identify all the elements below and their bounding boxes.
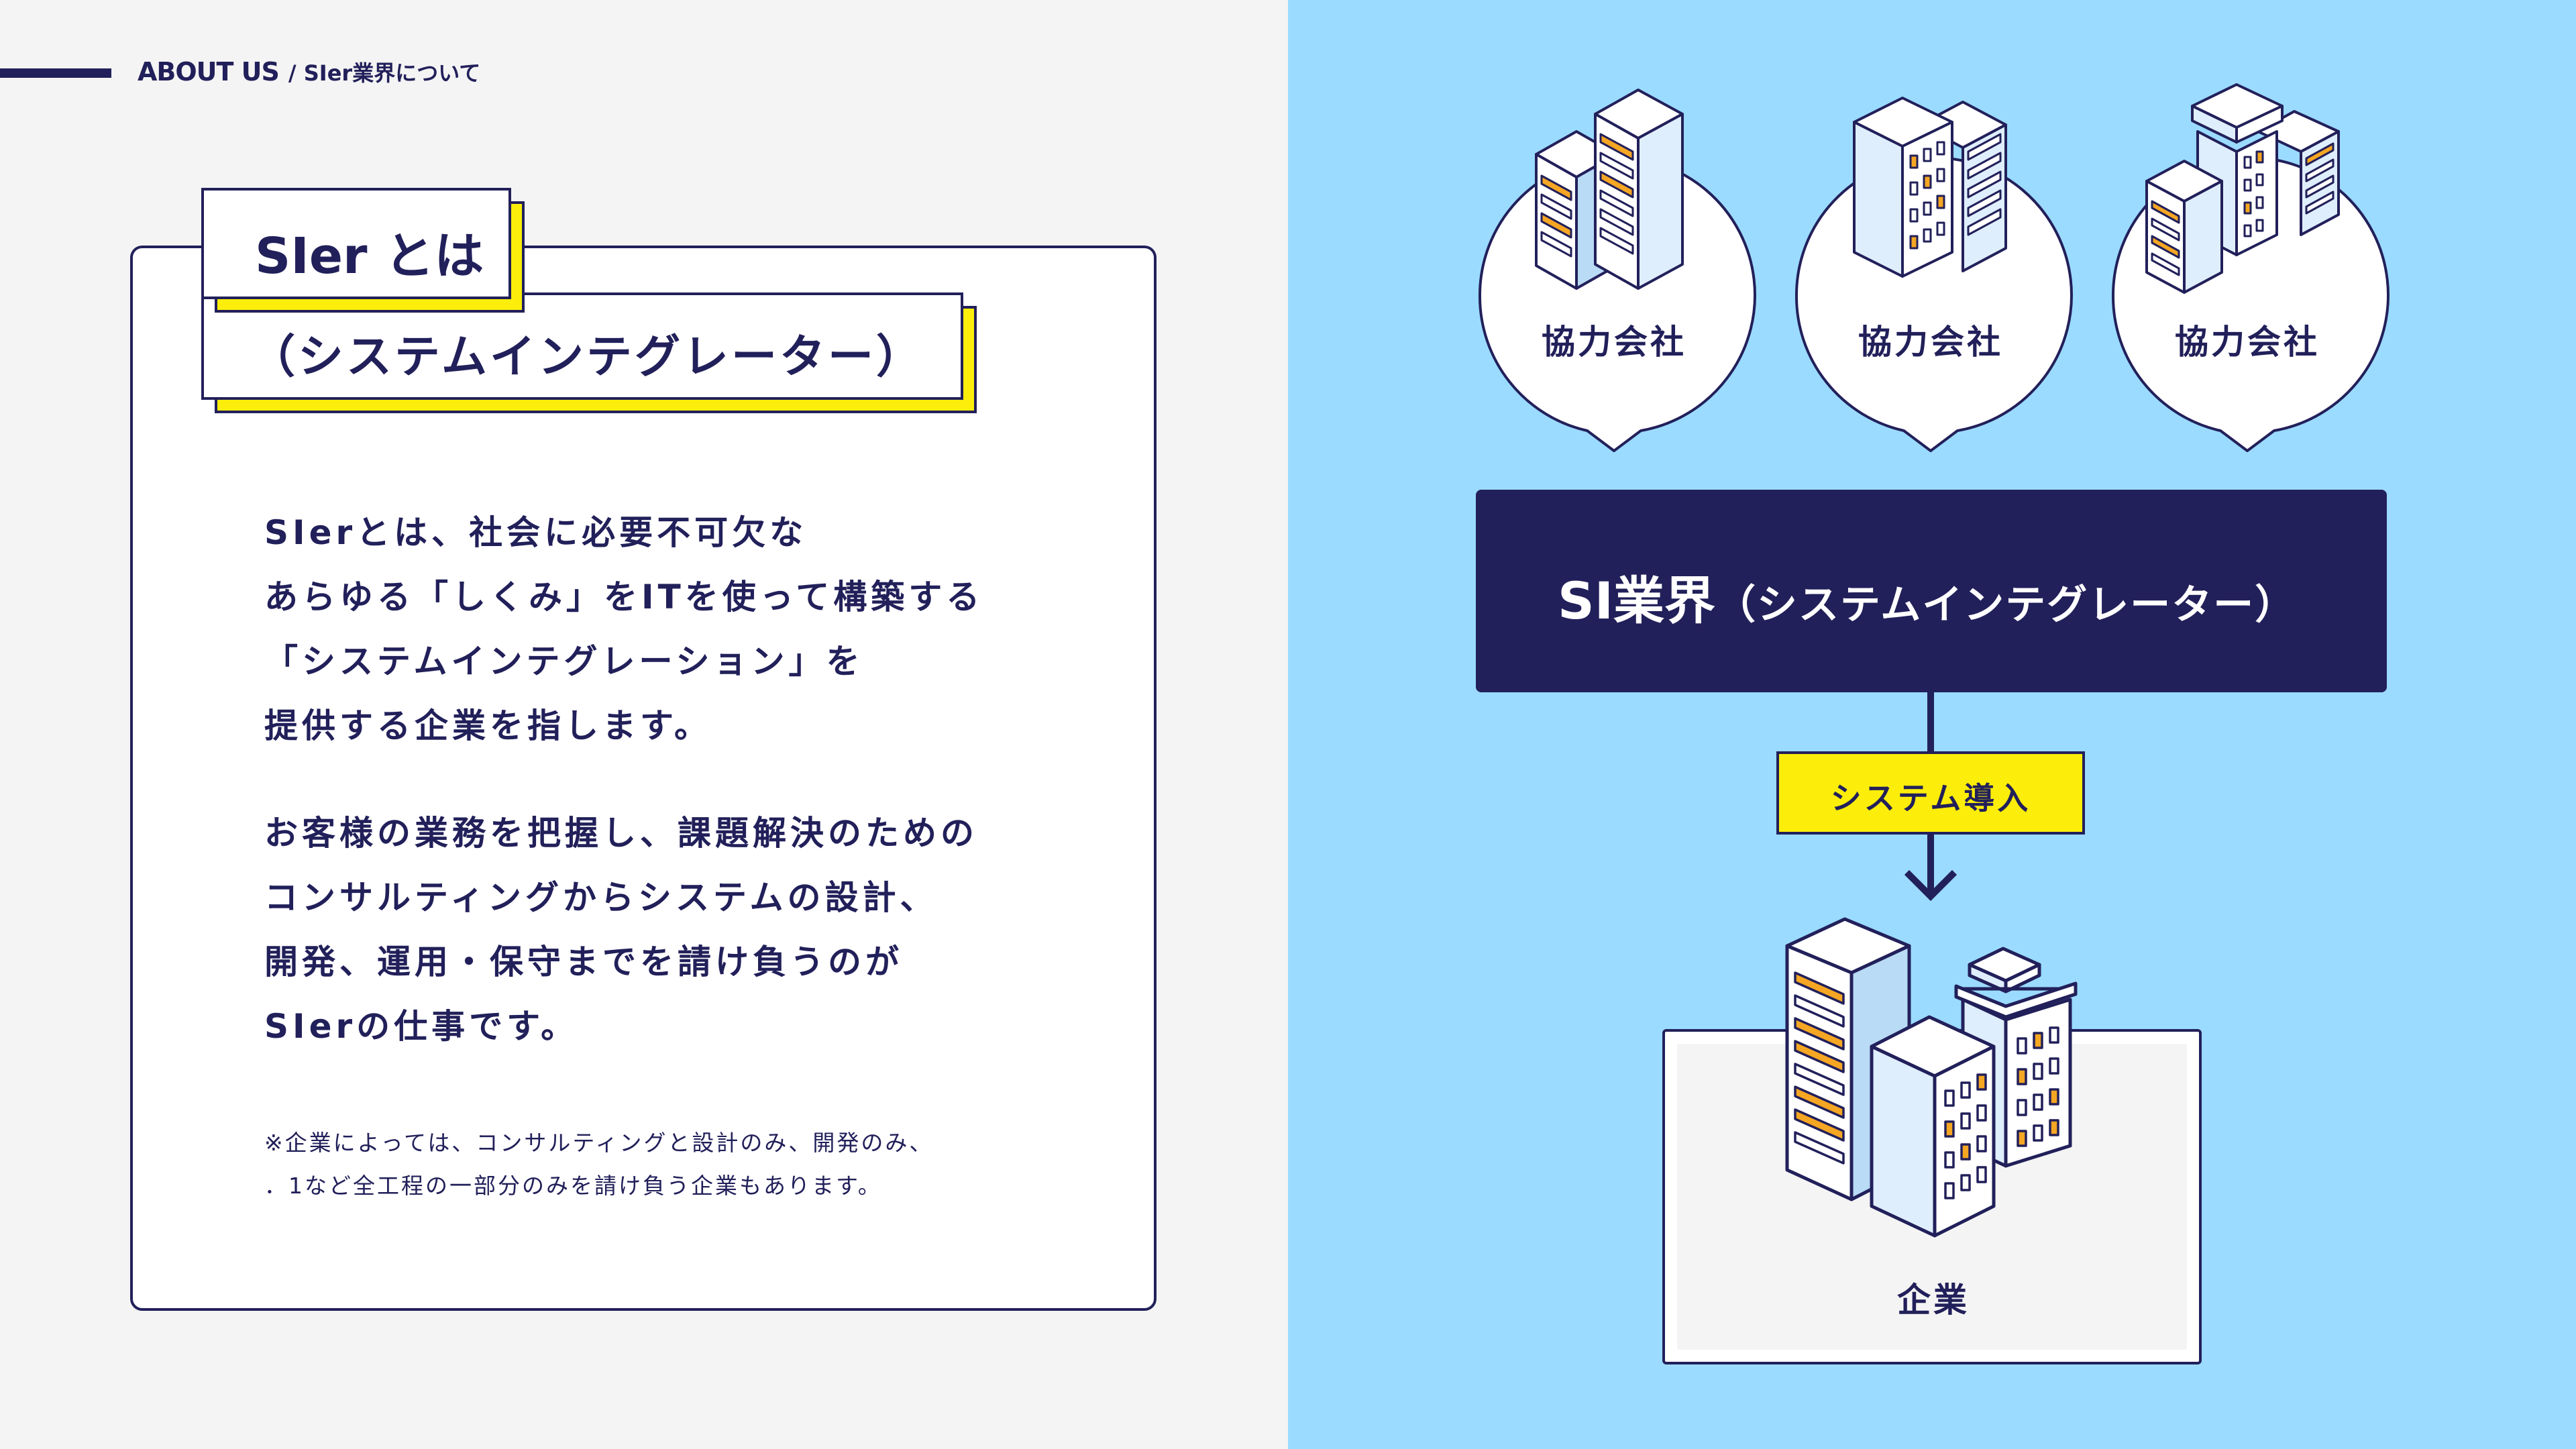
partner-bubble-2	[1794, 97, 2073, 452]
paragraph-line: 提供する企業を指します。	[264, 706, 712, 745]
breadcrumb-section: / SIer業界について	[288, 60, 481, 86]
tag-title: SIer とは	[201, 188, 511, 299]
industry-diagram	[1478, 83, 2390, 1364]
system-introduction-label: システム導入	[1776, 751, 2085, 835]
paragraph-line: 「システムインテグレーション」を	[264, 642, 864, 681]
arrow-down-icon	[1904, 869, 1957, 902]
partner-label-3: 協力会社	[2175, 323, 2320, 362]
building-icon	[2145, 83, 2340, 294]
breadcrumb-brand: ABOUT US	[138, 57, 280, 87]
si-industry-box: SI業界（システムインテグレーター）	[1476, 490, 2387, 692]
partner-bubble-3	[2111, 83, 2390, 452]
paragraph-line: SIerの仕事です。	[264, 1007, 579, 1046]
client-buildings-icon	[1785, 917, 2078, 1238]
si-industry-title-main: SI業界	[1558, 571, 1716, 631]
client-label: 企業	[1897, 1281, 1970, 1320]
partner-label-1: 協力会社	[1542, 323, 1686, 362]
paragraph-line: SIerとは、社会に必要不可欠な	[264, 513, 808, 552]
sier-explanation-card	[130, 246, 1157, 1311]
paragraph-line: あらゆる「しくみ」をITを使って構築する	[264, 578, 984, 616]
building-icon	[1853, 97, 2007, 278]
tag-subtitle-text: （システムインテグレーター）	[250, 331, 924, 384]
building-icon	[1535, 89, 1684, 290]
breadcrumb: ABOUT US / SIer業界について	[138, 56, 480, 90]
system-introduction-text: システム導入	[1830, 780, 2031, 816]
footnote-line: ※企業によっては、コンサルティングと設計のみ、開発のみ、	[264, 1130, 934, 1156]
footnote-line: ．1など全工程の一部分のみを請け負う企業もあります。	[264, 1173, 882, 1199]
paragraph-role: お客様の業務を把握し、課題解決のための コンサルティングからシステムの設計、 開…	[264, 801, 978, 1059]
partner-bubble-1	[1478, 89, 1756, 452]
paragraph-line: 開発、運用・保守までを請け負うのが	[264, 943, 903, 981]
paragraph-line: お客様の業務を把握し、課題解決のための	[264, 814, 978, 853]
footnote: ※企業によっては、コンサルティングと設計のみ、開発のみ、 ．1など全工程の一部分…	[264, 1122, 933, 1208]
tag-subtitle: （システムインテグレーター）	[201, 292, 963, 400]
si-industry-title-sub: （システムインテグレーター）	[1715, 582, 2297, 629]
tag-title-text: SIer とは	[255, 227, 484, 285]
partner-label-2: 協力会社	[1858, 323, 2003, 362]
header-accent-line	[0, 68, 111, 78]
paragraph-definition: SIerとは、社会に必要不可欠な あらゆる「しくみ」をITを使って構築する 「シ…	[264, 500, 983, 758]
paragraph-line: コンサルティングからシステムの設計、	[264, 878, 938, 917]
si-industry-title: SI業界（システムインテグレーター）	[1558, 559, 2296, 633]
